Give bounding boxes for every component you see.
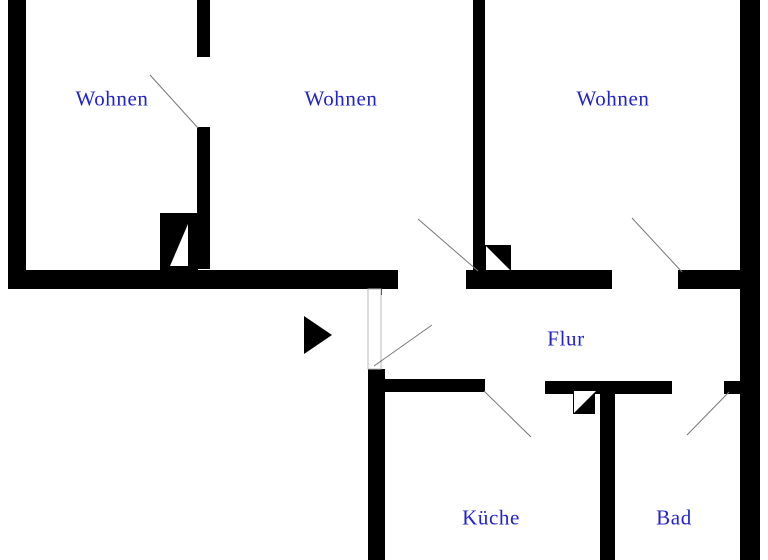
entrance-arrow-group [304, 316, 332, 354]
leader-kueche [483, 390, 532, 438]
wall-vertical-bad [600, 381, 615, 560]
wall-exterior-right-lower [740, 270, 760, 560]
wall-horizontal-bad-right [724, 381, 744, 394]
leader-line-group [149, 74, 730, 438]
room-label-wohnen-middle: Wohnen [304, 86, 378, 111]
wall-horizontal-mid-right [466, 270, 612, 289]
room-label-bad: Bad [656, 505, 692, 530]
wall-horizontal-kueche [368, 379, 485, 392]
wall-horizontal-upper [8, 270, 398, 289]
wall-exterior-left [8, 0, 26, 288]
leader-door-right [417, 218, 479, 272]
door-swing-left [170, 224, 188, 266]
wall-top-stub-b [473, 0, 485, 272]
room-label-flur: Flur [547, 326, 585, 351]
leader-hallway-door [373, 324, 433, 367]
leader-bad [686, 391, 730, 436]
door-gap-hallway [367, 288, 382, 370]
wall-top-stub-a [197, 0, 210, 57]
wall-partition-left-upper [197, 127, 210, 269]
wall-horizontal-far-right [678, 270, 742, 289]
door-swing-bad [574, 391, 596, 413]
door-swing-group [170, 224, 596, 413]
leader-wohnen-left [149, 74, 199, 129]
door-opening-group [367, 288, 382, 370]
entrance-arrow [304, 316, 332, 354]
wall-exterior-right-top [740, 0, 760, 272]
room-label-kueche: Küche [462, 505, 520, 530]
leader-wohnen-right [631, 217, 683, 273]
wall-group [8, 0, 760, 560]
room-label-wohnen-left: Wohnen [75, 86, 149, 111]
room-label-wohnen-right: Wohnen [576, 86, 650, 111]
wall-vertical-kueche [368, 369, 385, 560]
door-swing-right [486, 246, 510, 270]
